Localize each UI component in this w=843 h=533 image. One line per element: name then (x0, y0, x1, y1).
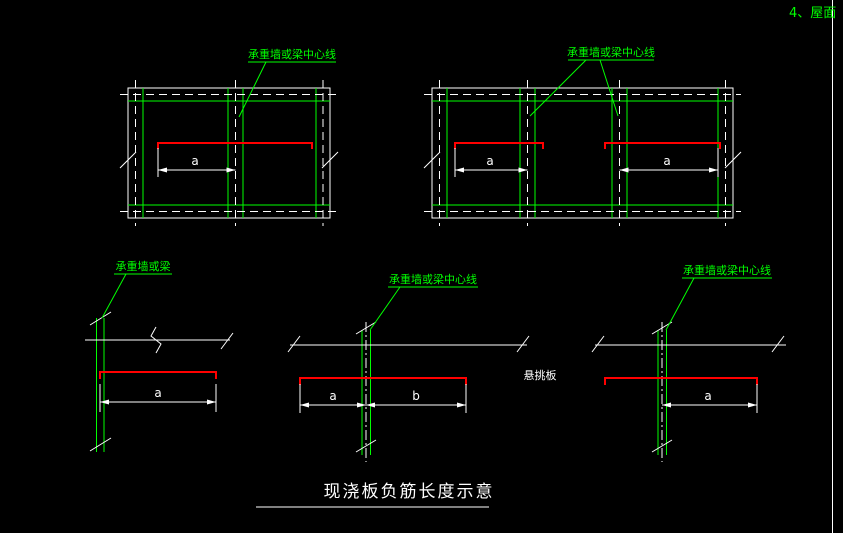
dimension-a-b: a b (299, 384, 467, 413)
dimension-arrow-left (158, 167, 167, 173)
slab-break-marks (150, 326, 234, 354)
dimension-arrow-right (518, 167, 528, 173)
dimension-label-a: a (704, 389, 711, 403)
negative-rebar-line (157, 142, 313, 149)
dimension-arrow-left (455, 167, 464, 173)
dimension-label-a: a (191, 154, 198, 168)
dimension-arrow-mid-left (366, 402, 375, 408)
leader-line (101, 273, 172, 319)
negative-rebar-line-right (604, 142, 721, 149)
break-marks (423, 151, 742, 169)
wall-lines (657, 330, 667, 455)
dimension-a: a (662, 384, 758, 413)
dimension-arrow-right (207, 399, 216, 405)
negative-rebar-line-left (454, 142, 544, 149)
leader-line (665, 277, 772, 331)
dimension-arrow-left (100, 399, 109, 405)
dimension-label-b: b (412, 389, 420, 403)
sheet-corner-note: 4、屋面 (789, 6, 836, 21)
drawing-title: 现浇板负筋长度示意 (256, 482, 495, 508)
panel-edge-lines (432, 88, 733, 218)
cantilever-slab-note: 悬挑板 (524, 368, 557, 382)
plan-three-span-diagram: a a 承重墙或梁中心线 (423, 45, 742, 226)
callout-label: 承重墙或梁 (116, 259, 171, 273)
slab-outer-boundary (431, 87, 734, 219)
beam-centerlines (120, 80, 338, 226)
plan-two-span-diagram: a 承重墙或梁中心线 (119, 47, 339, 226)
negative-rebar-line (299, 377, 467, 385)
dimension-arrow-right (748, 402, 757, 408)
dimension-label-a: a (486, 154, 493, 168)
dimension-arrow-mid-right (357, 402, 366, 408)
drawing-title-text: 现浇板负筋长度示意 (324, 482, 495, 502)
dimension-label-a: a (154, 386, 161, 400)
dimension-a: a (157, 148, 236, 177)
wall-lines (361, 330, 371, 455)
dimension-a-right: a (619, 148, 719, 177)
dimension-arrow-left (619, 167, 629, 173)
dimension-arrow-left (662, 402, 671, 408)
wall-break-marks (89, 311, 112, 452)
dimension-arrow-right (709, 167, 718, 173)
dimension-extension-lines (99, 384, 217, 412)
negative-rebar-line (604, 377, 758, 385)
section-interior-cantilever-diagram: a b 承重墙或梁中心线 悬挑板 (287, 272, 557, 462)
slab-break-marks (287, 335, 530, 353)
leader-line (238, 61, 336, 118)
dimension-a: a (99, 384, 217, 412)
wall-break-marks (355, 321, 377, 453)
centerline-callout: 承重墙或梁中心线 (665, 263, 772, 331)
section-interior-support-diagram: a 承重墙或梁中心线 (591, 263, 786, 462)
slab-outer-boundary (127, 87, 331, 219)
slab-break-marks (591, 335, 785, 353)
leader-line (529, 59, 654, 117)
dimension-label-a: a (663, 154, 670, 168)
callout-label: 承重墙或梁中心线 (389, 272, 477, 286)
callout-label: 承重墙或梁中心线 (683, 263, 771, 277)
dimension-a-left: a (454, 148, 528, 177)
break-marks (119, 151, 339, 169)
dimension-extension-lines (299, 384, 467, 413)
leader-line (369, 286, 478, 331)
callout-label: 承重墙或梁中心线 (567, 45, 655, 59)
dimension-label-a: a (329, 389, 336, 403)
wall-callout: 承重墙或梁 (101, 259, 172, 319)
beam-centerlines (424, 80, 741, 226)
dimension-arrow-left (300, 402, 309, 408)
centerline-callout: 承重墙或梁中心线 (238, 47, 336, 118)
centerline-callout: 承重墙或梁中心线 (369, 272, 478, 331)
callout-label: 承重墙或梁中心线 (248, 47, 336, 61)
dimension-arrow-right (226, 167, 236, 173)
negative-rebar-line (99, 371, 217, 379)
centerline-callout: 承重墙或梁中心线 (529, 45, 655, 117)
dimension-arrow-right (457, 402, 466, 408)
section-end-support-diagram: a 承重墙或梁 (85, 259, 234, 452)
panel-edge-lines (128, 88, 330, 218)
